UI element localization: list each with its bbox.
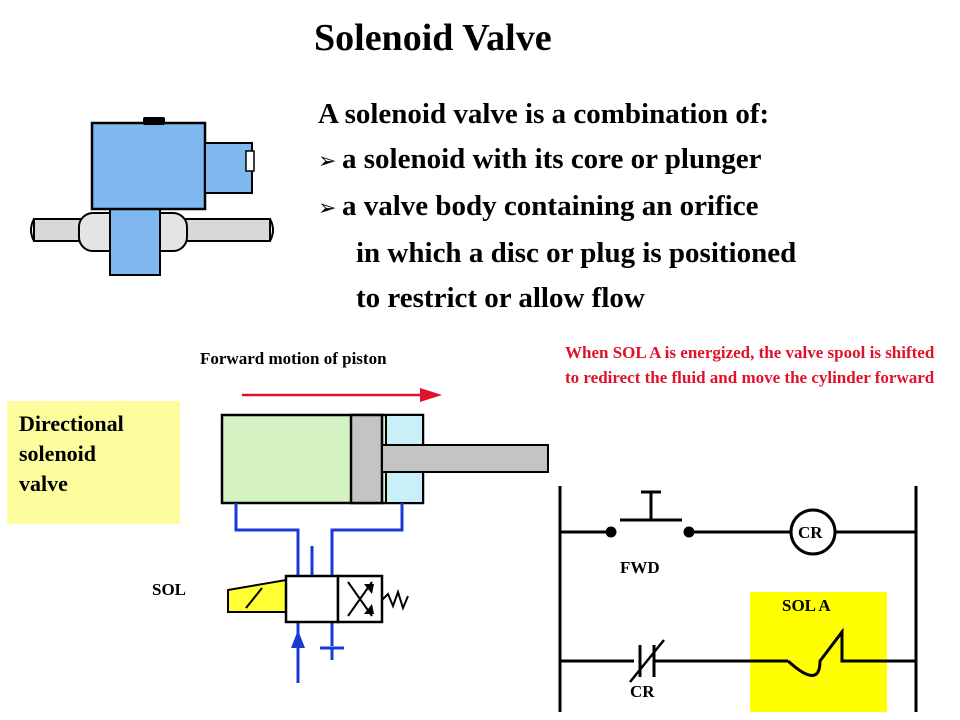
piston-rod bbox=[381, 444, 549, 473]
bullet-arrow-icon: ➢ bbox=[318, 149, 337, 174]
junction-box bbox=[204, 142, 253, 194]
directional-line-2: solenoid bbox=[19, 441, 97, 466]
tank-symbol bbox=[320, 646, 344, 660]
bullet-item-valve-body: ➢a valve body containing an orifice bbox=[318, 184, 938, 231]
solenoid-valve-illustration bbox=[30, 117, 274, 276]
directional-valve-label: Directional solenoid valve bbox=[7, 401, 180, 524]
terminal-cap bbox=[143, 117, 165, 125]
bullet-continuation-2: to restrict or allow flow bbox=[356, 282, 645, 314]
cr-contact-label: CR bbox=[630, 682, 655, 701]
fwd-label: FWD bbox=[620, 558, 660, 577]
bullet-arrow-icon: ➢ bbox=[318, 196, 337, 221]
directional-valve-symbol bbox=[227, 574, 409, 624]
bullet-text-solenoid: a solenoid with its core or plunger bbox=[342, 143, 762, 175]
motion-caption: Forward motion of piston bbox=[200, 349, 387, 368]
sol-a-label: SOL A bbox=[782, 596, 831, 615]
return-spring bbox=[381, 588, 409, 611]
valve-envelope-left bbox=[284, 574, 340, 624]
energized-note: When SOL A is energized, the valve spool… bbox=[565, 343, 935, 387]
directional-line-1: Directional bbox=[19, 411, 124, 436]
intro-text: A solenoid valve is a combination of: ➢a… bbox=[318, 92, 938, 321]
forward-motion-arrow bbox=[242, 388, 442, 402]
page-title: Solenoid Valve bbox=[314, 17, 552, 59]
solenoid-coil bbox=[90, 121, 207, 211]
piston bbox=[349, 413, 384, 505]
cr-coil bbox=[789, 508, 837, 556]
sol-a-coil bbox=[786, 627, 916, 677]
hydraulic-cylinder bbox=[220, 413, 549, 505]
solenoid-actuator bbox=[227, 578, 287, 613]
intro-lead: A solenoid valve is a combination of: bbox=[318, 98, 770, 130]
bullet-continuation-1: in which a disc or plug is positioned bbox=[356, 237, 797, 269]
ladder-diagram bbox=[558, 486, 918, 712]
sol-a-highlight bbox=[750, 592, 887, 712]
bullet-item-solenoid: ➢a solenoid with its core or plunger bbox=[318, 137, 938, 184]
sol-label: SOL bbox=[152, 580, 187, 599]
bullet-text-valve-body: a valve body containing an orifice bbox=[342, 190, 759, 222]
cr-coil-label: CR bbox=[798, 523, 823, 542]
directional-line-3: valve bbox=[19, 471, 68, 496]
